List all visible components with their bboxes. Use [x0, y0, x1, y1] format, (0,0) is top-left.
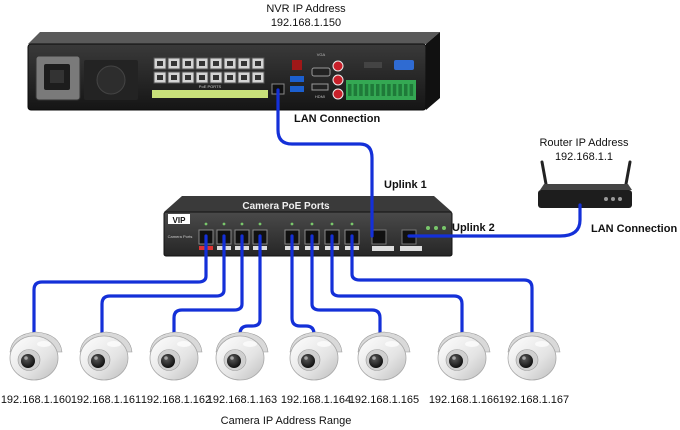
switch-brand: VIP: [173, 216, 187, 225]
rs232-port: [394, 60, 414, 70]
camera-cable-4: [238, 234, 262, 340]
camera-6: 192.168.1.165: [349, 331, 419, 406]
camera-lens-icon: [301, 354, 315, 368]
camera-cable-6: [310, 234, 382, 340]
camera-ip-label: 192.168.1.166: [429, 394, 499, 406]
camera-ip-label: 192.168.1.162: [141, 394, 211, 406]
camera-ip-label: 192.168.1.160: [1, 394, 71, 406]
camera-lens-icon: [227, 354, 241, 368]
nvr-ip: 192.168.1.150: [271, 17, 341, 29]
camera-5: 192.168.1.164: [281, 331, 351, 406]
usb-port: [290, 86, 304, 92]
nvr-poe-ports: [153, 57, 265, 84]
switch-sublabel: Camera Ports: [168, 234, 193, 239]
router-device: [538, 160, 632, 208]
camera-ip-label: 192.168.1.163: [207, 394, 277, 406]
camera-8: 192.168.1.167: [499, 331, 569, 406]
camera-cable-2: [100, 234, 226, 340]
camera-ip-label: 192.168.1.164: [281, 394, 351, 406]
audio-port: [292, 60, 302, 70]
router-title: Router IP Address: [539, 137, 629, 149]
camera-lens-icon: [21, 354, 35, 368]
nvr-to-switch-cable: [276, 88, 374, 238]
camera-ip-label: 192.168.1.161: [71, 394, 141, 406]
router-lan-label: LAN Connection: [591, 223, 677, 235]
nvr-title: NVR IP Address: [266, 3, 346, 15]
camera-1: 192.168.1.160: [1, 331, 71, 406]
camera-3: 192.168.1.162: [141, 331, 211, 406]
switch-to-router-cable: [407, 203, 582, 238]
camera-lens-icon: [449, 354, 463, 368]
camera-cable-5: [290, 234, 316, 340]
camera-cable-3: [172, 234, 244, 340]
nvr-poe-label: PoE PORTS: [199, 84, 222, 89]
camera-cable-7: [330, 234, 464, 340]
uplink2-label: Uplink 2: [452, 222, 495, 234]
camera-cable-1: [32, 234, 208, 340]
camera-lens-icon: [161, 354, 175, 368]
usb-port: [290, 76, 304, 82]
switch-title: Camera PoE Ports: [242, 201, 330, 212]
router-ip: 192.168.1.1: [555, 151, 613, 163]
camera-cable-8: [350, 234, 534, 340]
camera-ip-label: 192.168.1.167: [499, 394, 569, 406]
camera-7: 192.168.1.166: [429, 331, 499, 406]
camera-range-label: Camera IP Address Range: [221, 415, 352, 427]
camera-lens-icon: [91, 354, 105, 368]
camera-4: 192.168.1.163: [207, 331, 277, 406]
uplink1-port: [371, 229, 387, 245]
nvr-lan-label: LAN Connection: [294, 113, 380, 125]
cables: [32, 88, 582, 340]
camera-lens-icon: [519, 354, 533, 368]
nvr-device: PoE PORTS VGA HDMI: [27, 32, 440, 111]
hdmi-port: [311, 83, 329, 91]
hdmi-label: HDMI: [315, 94, 325, 99]
camera-ip-label: 192.168.1.165: [349, 394, 419, 406]
vga-label: VGA: [317, 52, 326, 57]
vga-port: [311, 67, 331, 77]
camera-lens-icon: [369, 354, 383, 368]
uplink1-label: Uplink 1: [384, 179, 427, 191]
camera-2: 192.168.1.161: [71, 331, 141, 406]
